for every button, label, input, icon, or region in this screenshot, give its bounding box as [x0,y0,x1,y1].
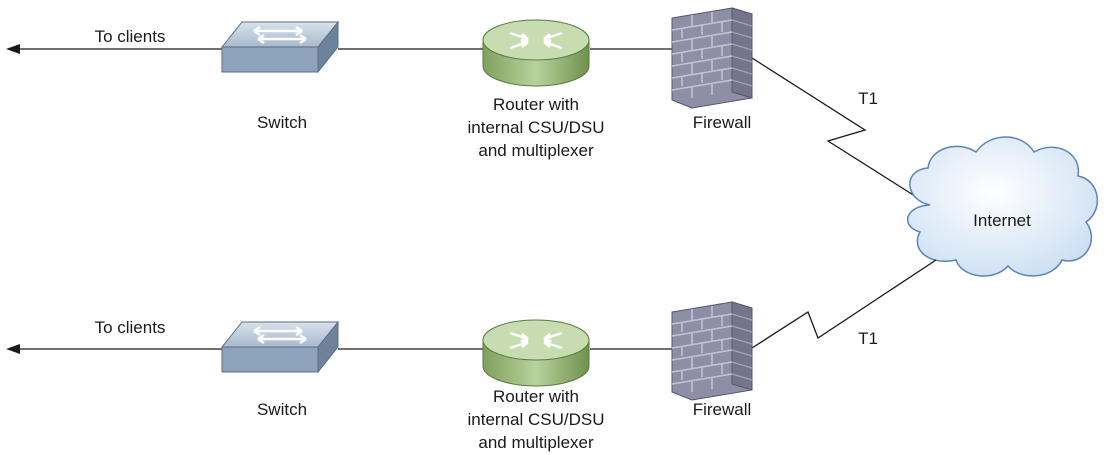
t1-link [751,259,937,349]
switch-icon [220,320,340,374]
router-label-line-3: and multiplexer [478,141,594,160]
switch-label: Switch [257,400,307,419]
firewall-icon [671,301,753,401]
router-icon [482,319,590,387]
internet-label: Internet [973,211,1031,230]
router-label-line-3: and multiplexer [478,433,594,452]
arrow-left-icon [6,44,20,54]
router-icon [482,19,590,87]
to-clients-label: To clients [95,27,166,46]
to-clients-label: To clients [95,318,166,337]
t1-label: T1 [858,329,878,348]
router-label-line-2: internal CSU/DSU [468,118,605,137]
switch-icon [220,20,340,74]
firewall-label: Firewall [693,400,752,419]
t1-label: T1 [858,89,878,108]
t1-link [751,57,919,199]
cloud-icon [906,136,1099,277]
firewall-label: Firewall [693,113,752,132]
router-label-line-2: internal CSU/DSU [468,410,605,429]
firewall-icon [671,7,753,109]
internet: Internet [906,136,1099,277]
switch-label: Switch [257,113,307,132]
row-2: Switch To clients Router with internal C… [6,259,937,452]
arrow-left-icon [6,344,20,354]
row-1: Switch To clients Router with internal C… [6,7,919,199]
router-label-line-1: Router with [493,95,579,114]
router-label-line-1: Router with [493,387,579,406]
